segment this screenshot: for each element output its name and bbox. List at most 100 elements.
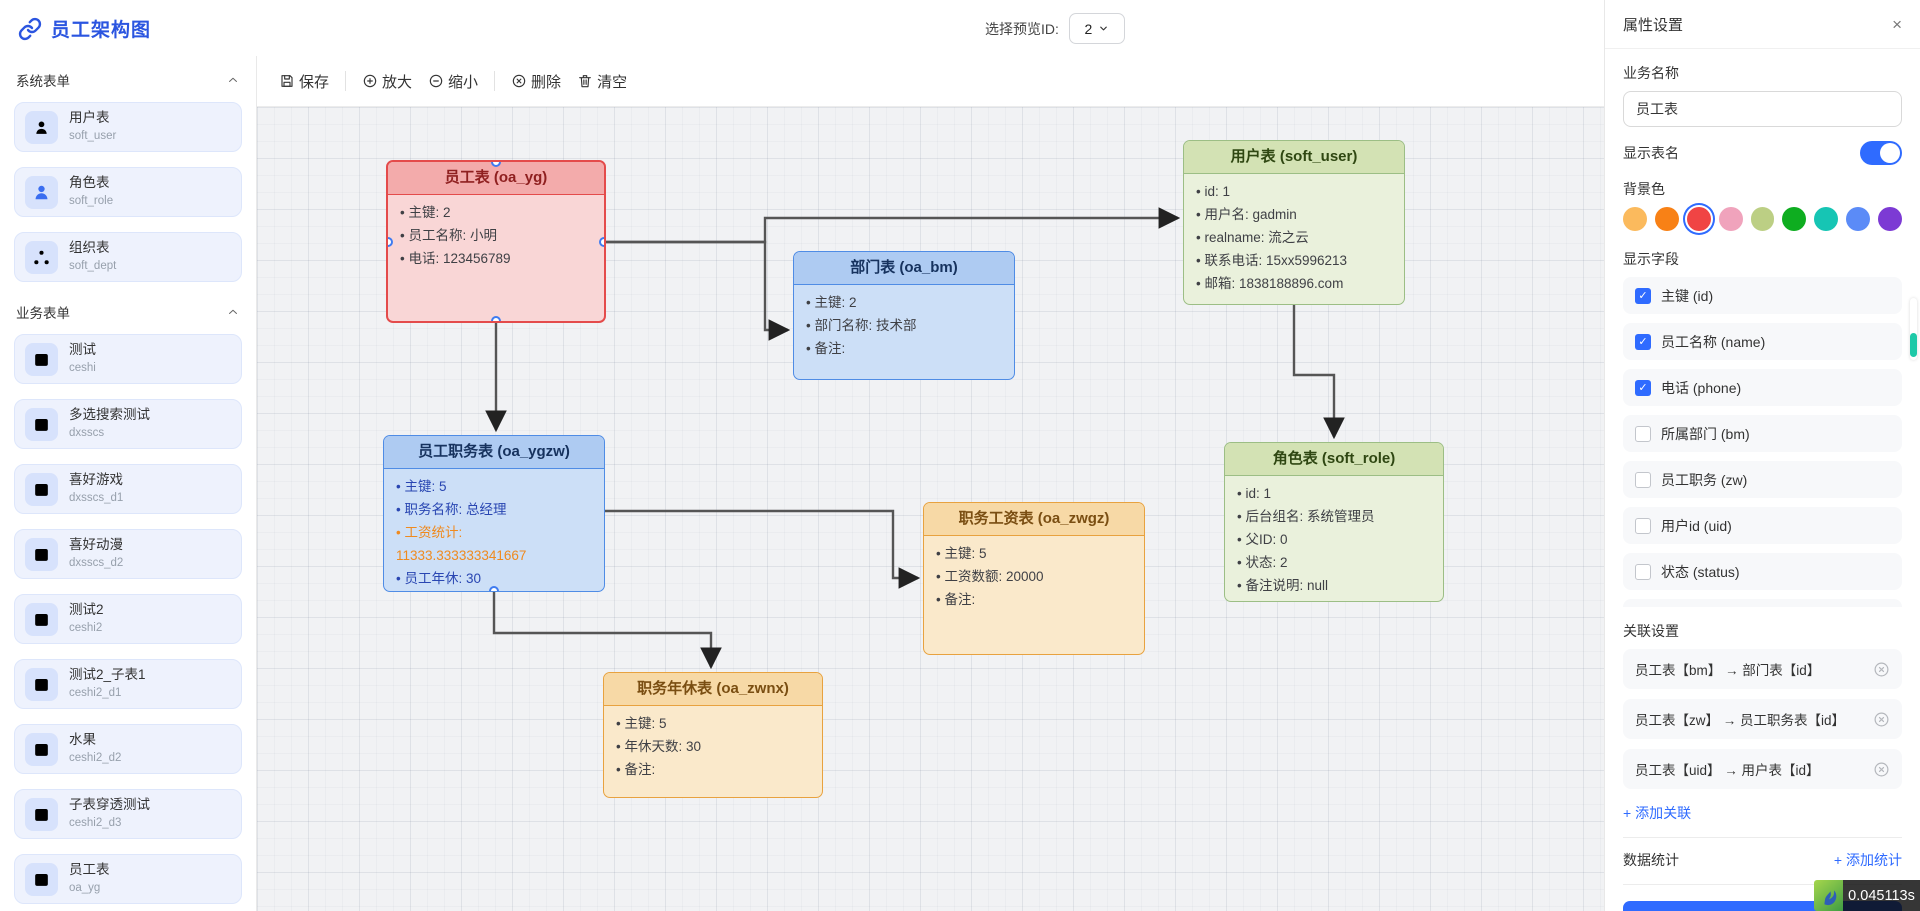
panel-title: 属性设置 [1623,16,1684,34]
connection-handle-top[interactable] [491,162,501,167]
color-swatch-3[interactable] [1718,207,1743,231]
node-field: • 状态: 2 [1237,555,1288,570]
save-settings-button[interactable]: 保存设置 [1623,901,1902,911]
edges-layer [485,207,1345,670]
app-logo: 员工架构图 [18,15,151,42]
color-swatch-6[interactable] [1814,207,1839,231]
sidebar-section-header[interactable]: 业务表单 [16,300,240,324]
field-checkbox-row[interactable]: 状态 (status) [1623,553,1902,590]
field-checkbox-row[interactable]: ✓主键 (id) [1623,277,1902,314]
sidebar-section-header[interactable]: 系统表单 [16,68,240,92]
debug-time-badge[interactable]: 0.045113s [1814,880,1920,911]
color-swatch-7[interactable] [1846,207,1871,231]
node-soft_user[interactable]: 用户表 (soft_user)• id: 1• 用户名: gadmin• rea… [1183,140,1405,305]
node-field: • 工资数额: 20000 [936,569,1044,584]
node-oa_yg[interactable]: 员工表 (oa_yg)• 主键: 2• 员工名称: 小明• 电话: 123456… [386,160,606,323]
node-oa_zwnx[interactable]: 职务年休表 (oa_zwnx)• 主键: 5• 年休天数: 30• 备注: [603,672,823,798]
checkbox-unchecked[interactable] [1635,563,1651,580]
toolbar-save-button[interactable]: 保存 [271,65,337,98]
business-name-label: 业务名称 [1623,65,1679,81]
toolbar-zoom-in-button[interactable]: 放大 [354,65,420,98]
remove-icon[interactable] [1873,661,1890,678]
field-checkbox-row[interactable]: 员工职务 (zw) [1623,461,1902,498]
remove-icon[interactable] [1873,761,1890,778]
bg-color-label: 背景色 [1623,181,1665,197]
toolbar-button-label: 保存 [299,73,330,91]
edge-yg-to-user[interactable] [606,207,1181,244]
connection-handle-right[interactable] [599,236,604,247]
color-swatch-4[interactable] [1750,207,1775,231]
checkbox-checked[interactable]: ✓ [1635,333,1651,350]
connection-handle-bottom[interactable] [491,316,501,321]
connection-handle-bottom[interactable] [489,586,499,591]
sidebar-item-code: soft_role [69,195,114,208]
field-checkbox-row[interactable]: 所属部门 (bm) [1623,415,1902,452]
node-field-list: • id: 1• 后台组名: 系统管理员• 父ID: 0• 状态: 2• 备注说… [1225,476,1443,601]
checkbox-unchecked[interactable] [1635,517,1651,534]
color-swatch-2[interactable] [1682,203,1715,235]
add-stats-link[interactable]: + 添加统计 [1833,852,1902,868]
show-table-toggle[interactable] [1860,141,1902,165]
sidebar-item-code: dxsscs [69,427,105,440]
field-checkbox-row[interactable]: 用户id (uid) [1623,507,1902,544]
add-association-link[interactable]: + 添加关联 [1623,805,1692,821]
color-swatch-1[interactable] [1654,207,1679,231]
toolbar-zoom-out-button[interactable]: 缩小 [420,65,486,98]
node-soft_role[interactable]: 角色表 (soft_role)• id: 1• 后台组名: 系统管理员• 父ID… [1224,442,1444,602]
checkbox-checked[interactable]: ✓ [1635,287,1651,304]
diagram-canvas[interactable]: 员工表 (oa_yg)• 主键: 2• 员工名称: 小明• 电话: 123456… [257,107,1604,911]
field-checkbox-row[interactable]: ✓电话 (phone) [1623,369,1902,406]
page-title: 员工架构图 [51,20,152,41]
sidebar-item-code: ceshi2_d1 [69,687,122,700]
delete-icon [511,73,527,89]
edge-ygzw-to-zwgz[interactable] [605,509,921,589]
edge-ygzw-to-zwnx[interactable] [492,592,722,670]
sidebar-item-code: ceshi2 [69,622,103,635]
checkbox-checked[interactable]: ✓ [1635,379,1651,396]
form-icon [25,667,58,701]
sidebar-item-code: ceshi [69,362,96,375]
divider [1623,884,1902,885]
connection-handle-left[interactable] [388,236,393,247]
node-field-list: • 主键: 5• 工资数额: 20000• 备注: [924,536,1144,615]
toolbar-delete-button[interactable]: 删除 [503,65,569,98]
business-name-input[interactable] [1623,91,1902,127]
form-icon [25,797,58,831]
remove-icon[interactable] [1873,711,1890,728]
field-checkbox-label: 用户id (uid) [1661,517,1732,534]
field-checkbox-row[interactable]: ✓员工名称 (name) [1623,323,1902,360]
clear-icon [577,73,593,89]
toolbar-separator [345,71,347,91]
checkbox-unchecked[interactable] [1635,471,1651,488]
sidebar-item-code: dxsscs_d1 [69,492,124,505]
panel-scrollbar-thumb[interactable] [1910,333,1917,357]
chevron-up-icon [226,305,240,319]
checkbox-unchecked[interactable] [1635,425,1651,442]
color-swatch-8[interactable] [1878,207,1903,231]
edge-yg-to-bm[interactable] [606,240,791,341]
node-oa_zwgz[interactable]: 职务工资表 (oa_zwgz)• 主键: 5• 工资数额: 20000• 备注: [923,502,1145,655]
toolbar-clear-button[interactable]: 清空 [569,65,635,98]
edge-user-to-role[interactable] [1292,305,1345,440]
close-icon[interactable]: × [1892,14,1902,34]
node-oa_bm[interactable]: 部门表 (oa_bm)• 主键: 2• 部门名称: 技术部• 备注: [793,251,1015,380]
preview-id-select[interactable]: 2 [1068,13,1125,44]
node-field: • 工资统计: 11333.333333341667 [396,525,527,563]
node-oa_ygzw[interactable]: 员工职务表 (oa_ygzw)• 主键: 5• 职务名称: 总经理• 工资统计:… [383,435,605,592]
color-swatch-5[interactable] [1782,207,1807,231]
color-swatch-0[interactable] [1623,207,1647,231]
